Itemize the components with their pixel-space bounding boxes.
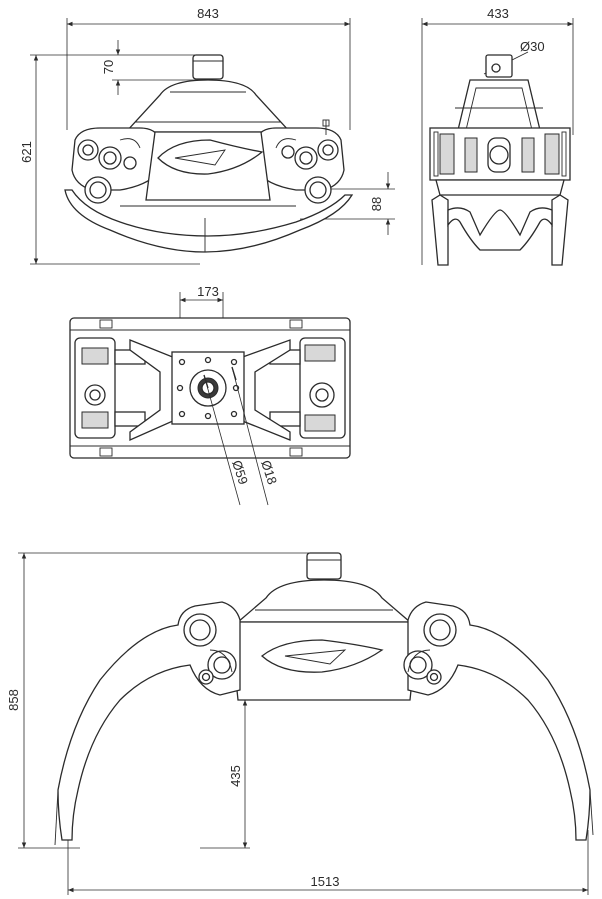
dim-front-height: 621 xyxy=(19,141,34,163)
dim-open-height: 858 xyxy=(6,689,21,711)
dim-bolt-hole-diameter: Ø18 xyxy=(258,458,280,486)
dim-neck-height: 70 xyxy=(101,60,116,74)
front-view-open: 858 435 1513 xyxy=(6,552,594,895)
dim-side-width: 433 xyxy=(487,6,509,21)
dim-open-inner-height: 435 xyxy=(228,765,243,787)
dim-bolt-spacing: 173 xyxy=(197,284,219,299)
dim-front-width: 843 xyxy=(197,6,219,21)
dim-tine-clearance: 88 xyxy=(369,197,384,211)
dim-open-width: 1513 xyxy=(311,874,340,889)
side-view: 433 Ø30 xyxy=(421,6,574,266)
front-view-closed: 843 621 70 88 xyxy=(19,6,395,265)
dim-center-hole-diameter: Ø59 xyxy=(229,458,251,486)
dim-rotator-diameter: Ø30 xyxy=(520,39,545,54)
top-view: 173 xyxy=(69,284,351,506)
